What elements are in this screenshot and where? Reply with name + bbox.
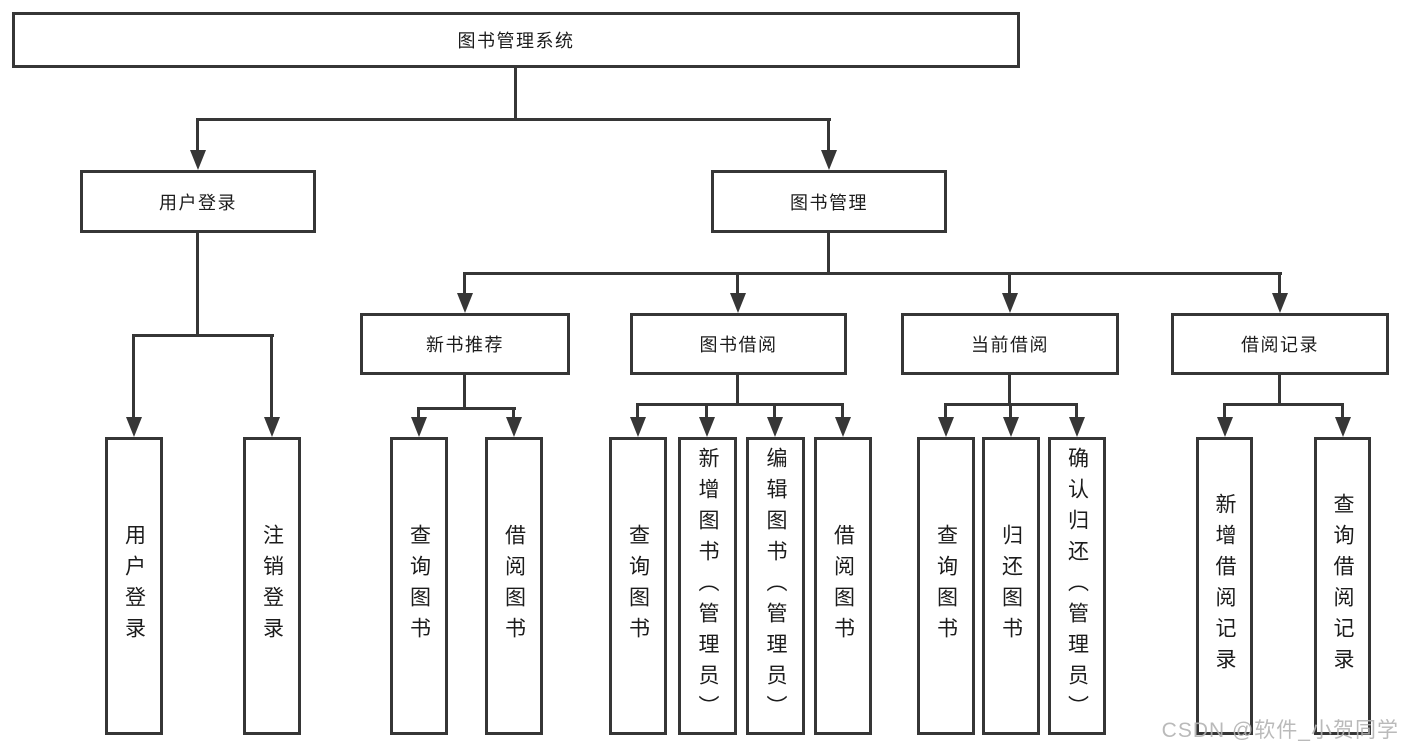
connector-line — [636, 403, 639, 420]
connector-line — [773, 403, 776, 420]
leaf-logout: 注销登录 — [243, 437, 301, 735]
arrowhead-down — [457, 293, 473, 313]
node-label: 借阅图书 — [831, 524, 855, 648]
connector-line — [736, 272, 739, 296]
arrowhead-down — [767, 417, 783, 437]
node-borrow-records: 借阅记录 — [1171, 313, 1389, 375]
leaf-nbr-borrow-book: 借阅图书 — [485, 437, 543, 735]
arrowhead-down — [1335, 417, 1351, 437]
node-label: 查询借阅记录 — [1331, 493, 1354, 679]
leaf-bb-edit-book-admin: 编辑图书（管理员） — [746, 437, 805, 735]
connector-line — [463, 272, 466, 296]
arrowhead-down — [1272, 293, 1288, 313]
leaf-br-add-record: 新增借阅记录 — [1196, 437, 1253, 735]
arrowhead-down — [699, 417, 715, 437]
connector-line — [1278, 272, 1281, 296]
node-label: 查询图书 — [626, 524, 650, 648]
node-book-management: 图书管理 — [711, 170, 947, 233]
arrowhead-down — [938, 417, 954, 437]
connector-line — [827, 233, 830, 275]
connector-line — [417, 407, 516, 410]
leaf-cb-query-book: 查询图书 — [917, 437, 975, 735]
connector-line — [514, 68, 517, 120]
arrowhead-down — [126, 417, 142, 437]
node-label: 新增图书（管理员） — [696, 446, 719, 726]
leaf-bb-query-book: 查询图书 — [609, 437, 667, 735]
node-label: 编辑图书（管理员） — [764, 446, 787, 726]
arrowhead-down — [730, 293, 746, 313]
arrowhead-down — [1069, 417, 1085, 437]
arrowhead-down — [506, 417, 522, 437]
connector-line — [463, 375, 466, 410]
leaf-bb-borrow-book: 借阅图书 — [814, 437, 872, 735]
connector-line — [463, 272, 1282, 275]
connector-line — [196, 118, 199, 154]
csdn-watermark: CSDN @软件_小贺同学 — [1161, 719, 1399, 742]
connector-line — [270, 334, 273, 420]
leaf-cb-confirm-return-admin: 确认归还（管理员） — [1048, 437, 1106, 735]
arrowhead-down — [411, 417, 427, 437]
connector-line — [827, 118, 830, 154]
leaf-br-query-record: 查询借阅记录 — [1314, 437, 1371, 735]
node-label: 注销登录 — [260, 524, 284, 648]
leaf-user-login: 用户登录 — [105, 437, 163, 735]
connector-line — [1008, 375, 1011, 406]
node-label: 图书管理 — [790, 192, 868, 213]
node-book-management-system: 图书管理系统 — [12, 12, 1020, 68]
connector-line — [1075, 403, 1078, 420]
node-label: 借阅图书 — [502, 524, 526, 648]
leaf-bb-add-book-admin: 新增图书（管理员） — [678, 437, 737, 735]
connector-line — [132, 334, 274, 337]
node-label: 确认归还（管理员） — [1065, 446, 1089, 726]
arrowhead-down — [190, 150, 206, 170]
node-label: 借阅记录 — [1241, 335, 1319, 355]
connector-line — [841, 403, 844, 420]
connector-line — [512, 407, 515, 420]
connector-line — [1223, 403, 1344, 406]
connector-line — [1008, 272, 1011, 296]
leaf-nbr-query-book: 查询图书 — [390, 437, 448, 735]
connector-line — [1009, 403, 1012, 420]
node-label: 用户登录 — [122, 524, 146, 648]
connector-line — [736, 375, 739, 406]
node-current-borrowing: 当前借阅 — [901, 313, 1119, 375]
node-label: 查询图书 — [407, 524, 431, 648]
node-label: 新书推荐 — [426, 335, 504, 355]
arrowhead-down — [1217, 417, 1233, 437]
connector-line — [132, 334, 135, 420]
arrowhead-down — [264, 417, 280, 437]
connector-line — [196, 118, 831, 121]
connector-line — [1223, 403, 1226, 420]
arrowhead-down — [835, 417, 851, 437]
arrowhead-down — [821, 150, 837, 170]
node-label: 用户登录 — [159, 192, 237, 213]
connector-line — [1278, 375, 1281, 406]
connector-line — [417, 407, 420, 420]
node-label: 新增借阅记录 — [1213, 493, 1236, 679]
node-label: 查询图书 — [934, 524, 958, 648]
connector-line — [1341, 403, 1344, 420]
node-user-login: 用户登录 — [80, 170, 316, 233]
arrowhead-down — [1002, 293, 1018, 313]
leaf-cb-return-book: 归还图书 — [982, 437, 1040, 735]
node-label: 归还图书 — [999, 524, 1023, 648]
connector-line — [196, 233, 199, 337]
node-new-book-recommend: 新书推荐 — [360, 313, 570, 375]
connector-line — [944, 403, 947, 420]
arrowhead-down — [1003, 417, 1019, 437]
connector-line — [636, 403, 844, 406]
node-label: 当前借阅 — [971, 335, 1049, 355]
node-label: 图书借阅 — [699, 335, 778, 355]
node-label: 图书管理系统 — [457, 31, 575, 51]
node-book-borrowing: 图书借阅 — [630, 313, 847, 375]
connector-line — [705, 403, 708, 420]
arrowhead-down — [630, 417, 646, 437]
